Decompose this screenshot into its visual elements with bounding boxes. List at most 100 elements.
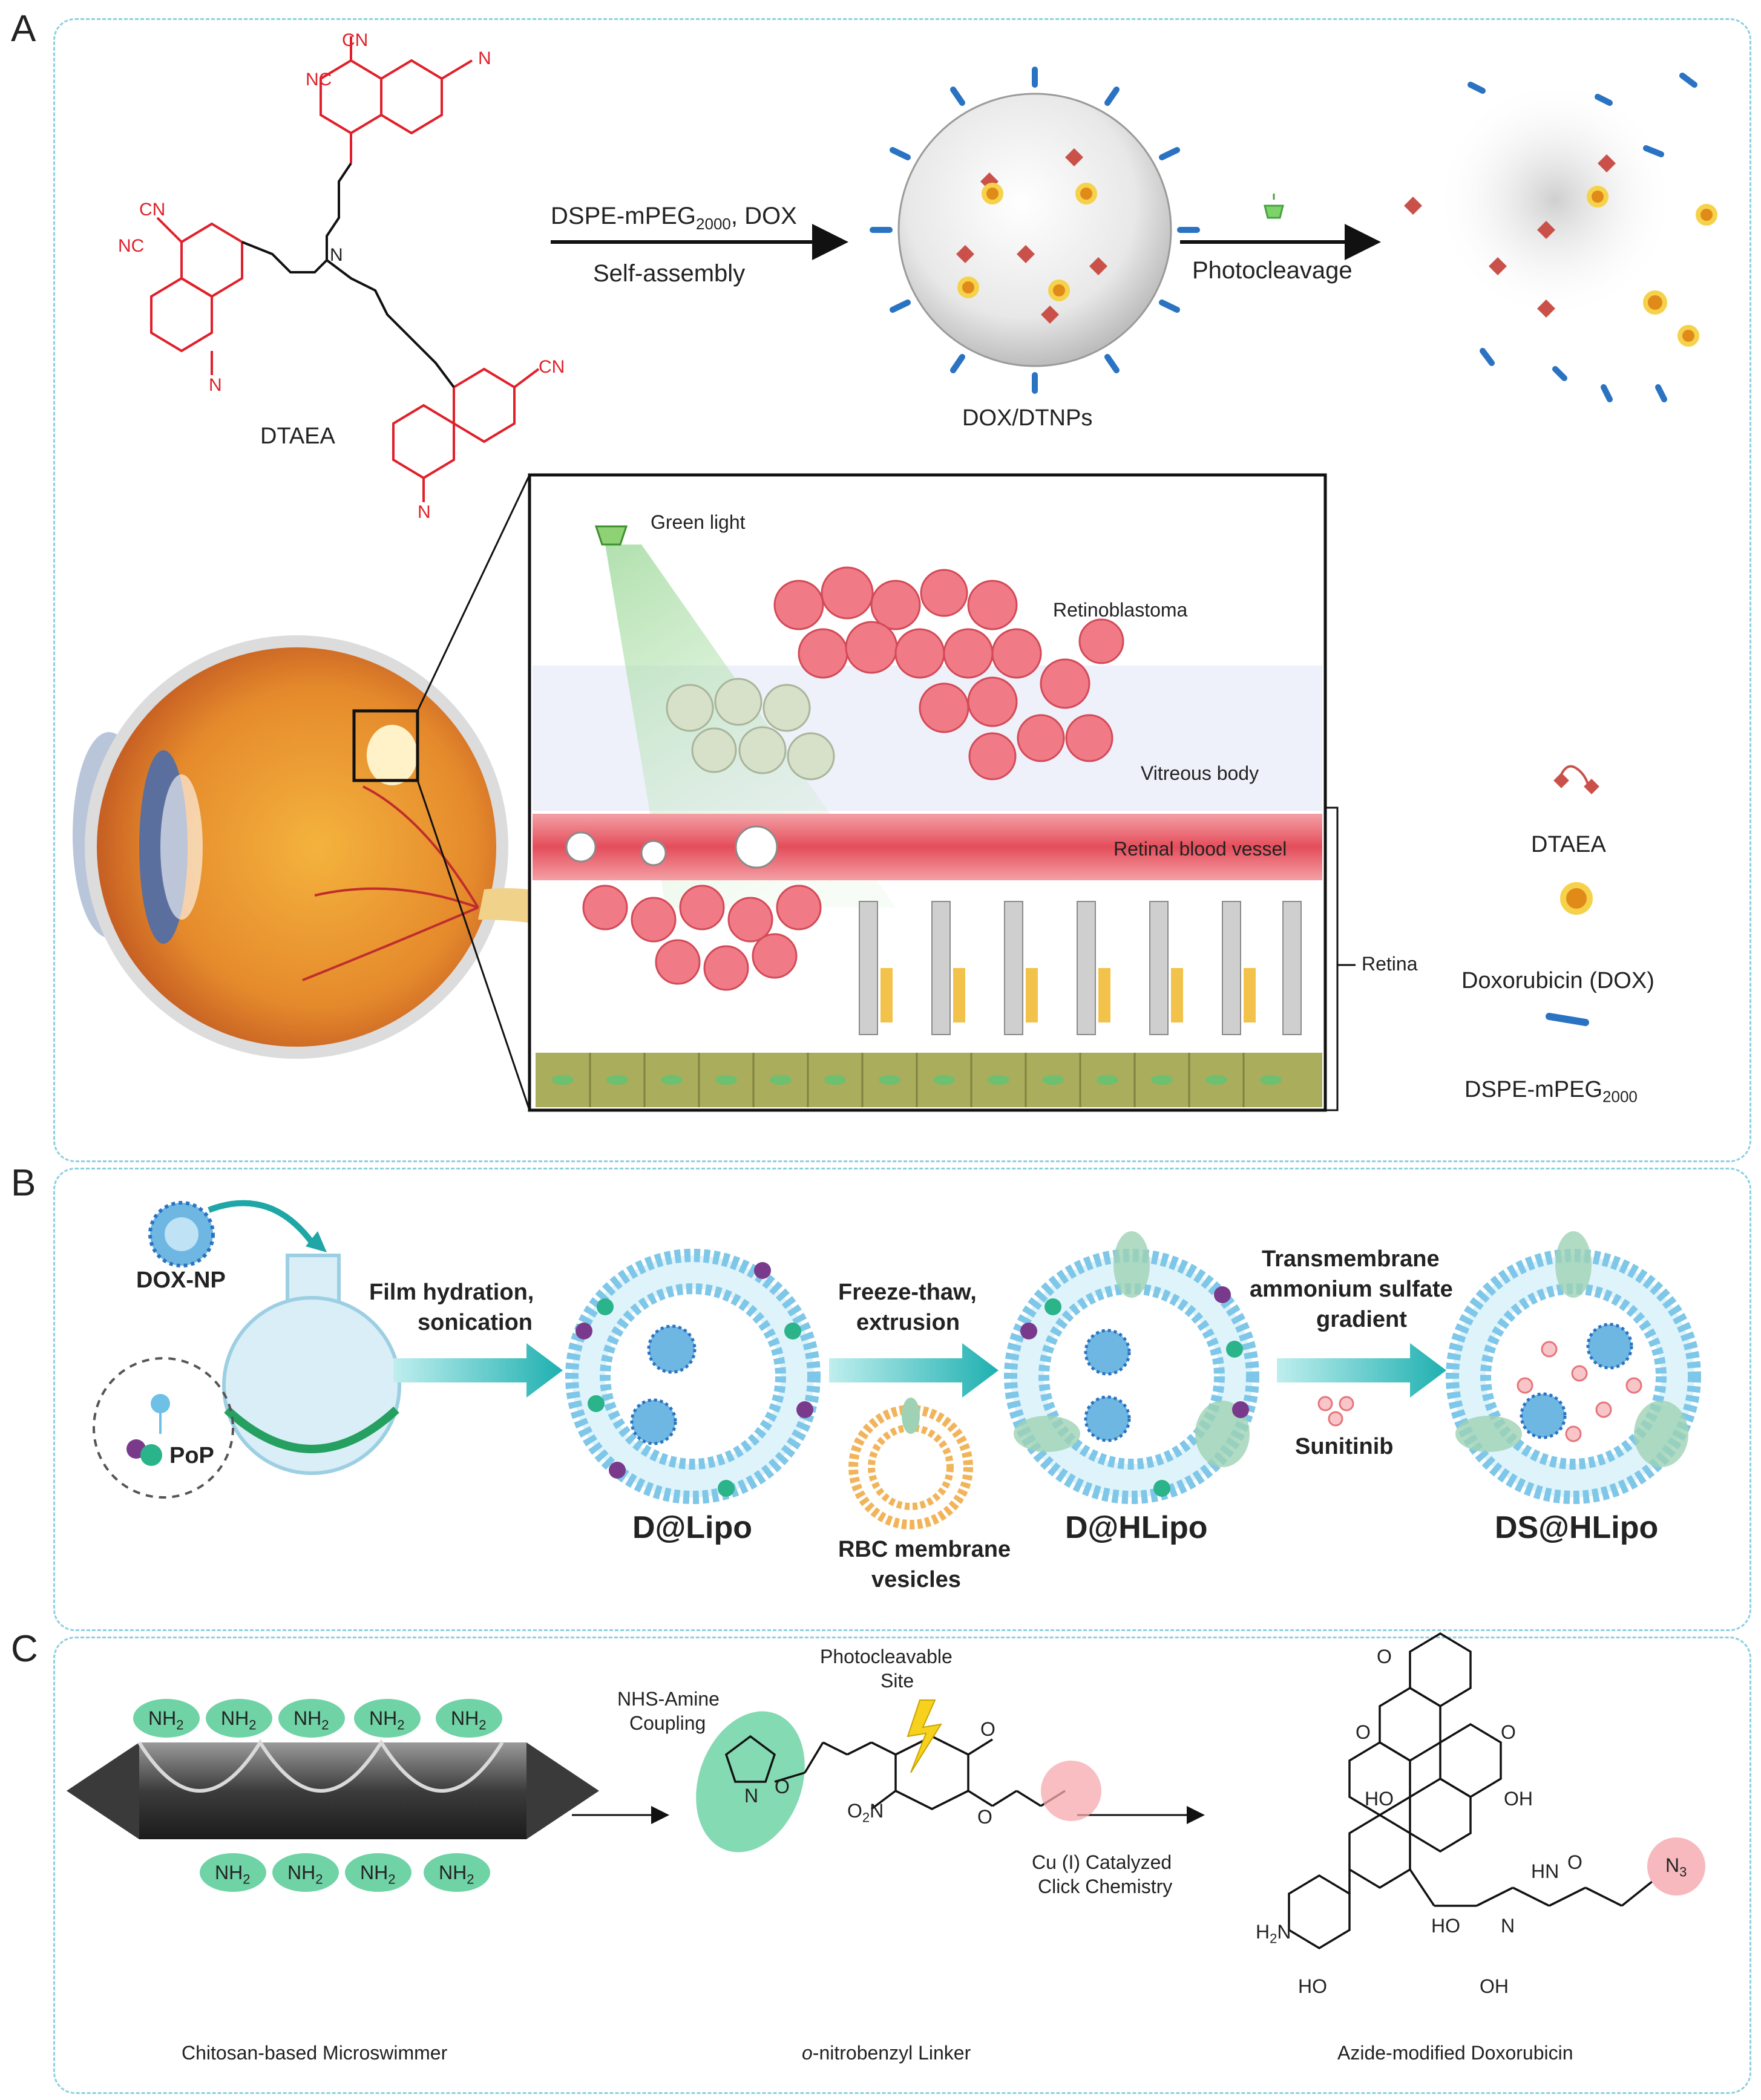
photocleavable-line2: Site — [880, 1670, 914, 1692]
chem-n-top: N — [478, 48, 491, 68]
panel-a-label: A — [11, 8, 36, 50]
step-b1-line1: Film hydration, — [369, 1280, 534, 1305]
sunitinib-label: Sunitinib — [1295, 1434, 1394, 1459]
nhs-label-line1: NHS-Amine — [617, 1688, 720, 1710]
alkyne-marker — [1041, 1761, 1101, 1821]
liposome-d-hlipo — [1004, 1231, 1259, 1504]
dox-ho-mid: HO — [1431, 1915, 1460, 1937]
liposome-ds-hlipo — [1446, 1231, 1701, 1504]
caption-microswimmer: Chitosan-based Microswimmer — [182, 2042, 448, 2064]
chem-n-right: N — [418, 502, 431, 522]
dox-n: N — [1501, 1915, 1515, 1937]
step-b2-line2: extrusion — [856, 1310, 960, 1335]
doxorubicin-structure — [1288, 1632, 1653, 1950]
d-hlipo-label: D@HLipo — [1065, 1510, 1208, 1545]
panel-a-frame — [53, 18, 1751, 1162]
step1-label: Self-assembly — [593, 260, 746, 287]
linker-o1: O — [775, 1776, 790, 1797]
linker-o2: O — [980, 1718, 995, 1740]
dox-o-top: O — [1377, 1646, 1392, 1667]
rbc-label-line1: RBC membrane — [838, 1537, 1011, 1562]
dox-np-label: DOX-NP — [136, 1268, 226, 1293]
nanoparticle-label: DOX/DTNPs — [962, 405, 1093, 431]
azide-n3: N3 — [1665, 1854, 1687, 1880]
dox-ho-left: HO — [1365, 1788, 1394, 1810]
dox-hn: HN — [1531, 1860, 1559, 1882]
nhs-label-line2: Coupling — [629, 1712, 706, 1734]
nh2-top-1: NH2 — [148, 1707, 184, 1733]
step-b3-line3: gradient — [1316, 1307, 1407, 1332]
panel-c-label: C — [11, 1628, 38, 1670]
dtaea-linker — [241, 162, 455, 388]
legend-peg-icon — [1546, 1013, 1589, 1026]
dox-o-right: O — [1501, 1721, 1516, 1743]
eyeball-illustration — [73, 635, 575, 1059]
pop-zoom-circle — [93, 1357, 234, 1499]
flask-icon — [222, 1254, 401, 1475]
chem-cn-top: CN — [342, 30, 369, 50]
caption-linker: o-nitrobenzyl Linker — [802, 2042, 971, 2064]
legend-dtaea-icon — [1553, 765, 1599, 794]
faded-tumor-cells — [666, 678, 835, 780]
linker-n: N — [744, 1785, 759, 1807]
click-line2: Click Chemistry — [1038, 1876, 1173, 1897]
chem-nc-top: NC — [306, 70, 332, 90]
dtaea-label: DTAEA — [260, 424, 335, 449]
nh2-bottom-4: NH2 — [439, 1862, 474, 1887]
dox-oh-right: OH — [1504, 1788, 1533, 1810]
nh2-top-2: NH2 — [221, 1707, 257, 1733]
step-b2-line1: Freeze-thaw, — [838, 1280, 977, 1305]
legend-dox-label: Doxorubicin (DOX) — [1461, 968, 1654, 993]
pop-molecules — [126, 1394, 170, 1466]
nh2-bottom-2: NH2 — [287, 1862, 323, 1887]
nh2-top-3: NH2 — [294, 1707, 329, 1733]
caption-doxorubicin: Azide-modified Doxorubicin — [1337, 2042, 1573, 2064]
linker-o2n: O2N — [847, 1800, 884, 1825]
rbc-label-line2: vesicles — [871, 1567, 961, 1592]
dox-oh-lower: OH — [1480, 1975, 1509, 1997]
dox-o-left: O — [1356, 1721, 1371, 1743]
liposome-d-lipo — [565, 1249, 821, 1504]
step-b3-line2: ammonium sulfate — [1250, 1277, 1453, 1302]
dox-o-amide: O — [1567, 1851, 1582, 1873]
green-light-lamp-icon — [594, 525, 628, 546]
retinal-vessel-label: Retinal blood vessel — [1113, 838, 1287, 860]
chem-n-center: N — [330, 245, 343, 265]
pop-label: PoP — [169, 1443, 214, 1468]
click-line1: Cu (I) Catalyzed — [1032, 1851, 1172, 1873]
photoreceptors — [859, 901, 1302, 1035]
chem-cn-left: CN — [139, 200, 166, 220]
process-arrows — [393, 1343, 1446, 1398]
rbc-vesicle — [848, 1398, 973, 1529]
linker-o3: O — [977, 1806, 992, 1828]
vessel-nanoparticles — [565, 825, 778, 869]
released-products — [1404, 73, 1717, 402]
d-lipo-label: D@Lipo — [632, 1510, 752, 1545]
nh2-bottom-3: NH2 — [360, 1862, 396, 1887]
dox-dtnp-nanoparticle — [870, 67, 1200, 394]
panel-c-frame — [53, 1637, 1751, 2094]
panel-b-label: B — [11, 1162, 36, 1204]
chem-nc-left: NC — [118, 236, 145, 256]
azide-marker — [1647, 1837, 1705, 1896]
photocleavage-label: Photocleavage — [1192, 257, 1353, 284]
ds-hlipo-label: DS@HLipo — [1495, 1510, 1659, 1545]
chem-cn-right: CN — [539, 357, 565, 377]
legend-dox-icon — [1560, 882, 1593, 915]
dtaea-structure — [150, 36, 540, 502]
legend-peg-label: DSPE-mPEG2000 — [1464, 1077, 1638, 1106]
tumor-cells — [773, 566, 1124, 780]
retinoblastoma-label: Retinoblastoma — [1053, 599, 1188, 621]
microswimmer — [67, 1739, 599, 1839]
nh2-bottom-1: NH2 — [215, 1862, 251, 1887]
dox-h2n: H2N — [1256, 1921, 1291, 1946]
dox-ho-lower: HO — [1298, 1975, 1327, 1997]
nh2-top-4: NH2 — [369, 1707, 405, 1733]
step-b1-line2: sonication — [418, 1310, 533, 1335]
nh2-groups — [133, 1699, 502, 1892]
dox-np-icon — [148, 1201, 215, 1268]
retina-label: Retina — [1362, 953, 1418, 975]
retina-scene — [528, 473, 1356, 1112]
lightning-icon — [907, 1699, 943, 1773]
